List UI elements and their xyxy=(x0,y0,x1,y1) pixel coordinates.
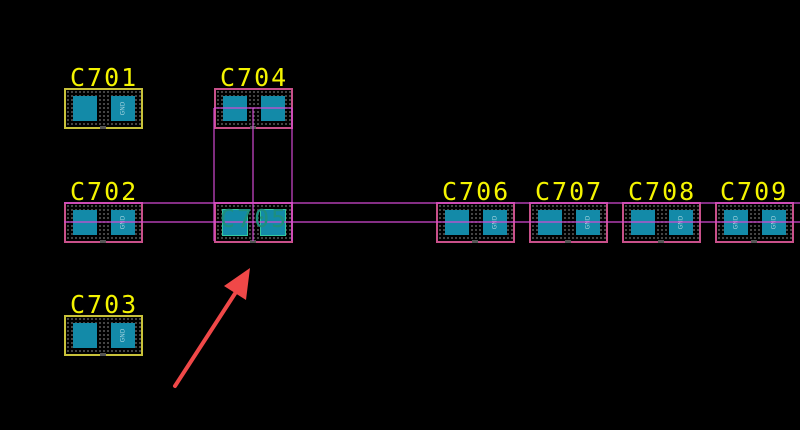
refdes-label: C707 xyxy=(535,177,604,206)
center-mark xyxy=(472,240,478,243)
center-mark xyxy=(100,126,106,129)
center-mark xyxy=(565,240,571,243)
capacitor-footprint[interactable]: GND xyxy=(64,88,143,129)
center-mark xyxy=(751,240,757,243)
pad[interactable]: GND xyxy=(111,96,135,121)
center-mark xyxy=(100,353,106,356)
refdes-label: C703 xyxy=(70,290,139,319)
refdes-label: C702 xyxy=(70,177,139,206)
refdes-label: C704 xyxy=(220,63,289,92)
refdes-label-selected: C705 xyxy=(220,204,289,233)
refdes-label: C706 xyxy=(442,177,511,206)
refdes-label: C708 xyxy=(628,177,697,206)
center-mark xyxy=(250,240,256,243)
center-mark xyxy=(658,240,664,243)
refdes-label: C709 xyxy=(720,177,789,206)
center-mark xyxy=(100,240,106,243)
pad[interactable] xyxy=(73,96,97,121)
pad[interactable] xyxy=(73,323,97,348)
pad[interactable]: GND xyxy=(111,323,135,348)
refdes-label: C701 xyxy=(70,63,139,92)
capacitor-footprint[interactable]: GND xyxy=(64,315,143,356)
